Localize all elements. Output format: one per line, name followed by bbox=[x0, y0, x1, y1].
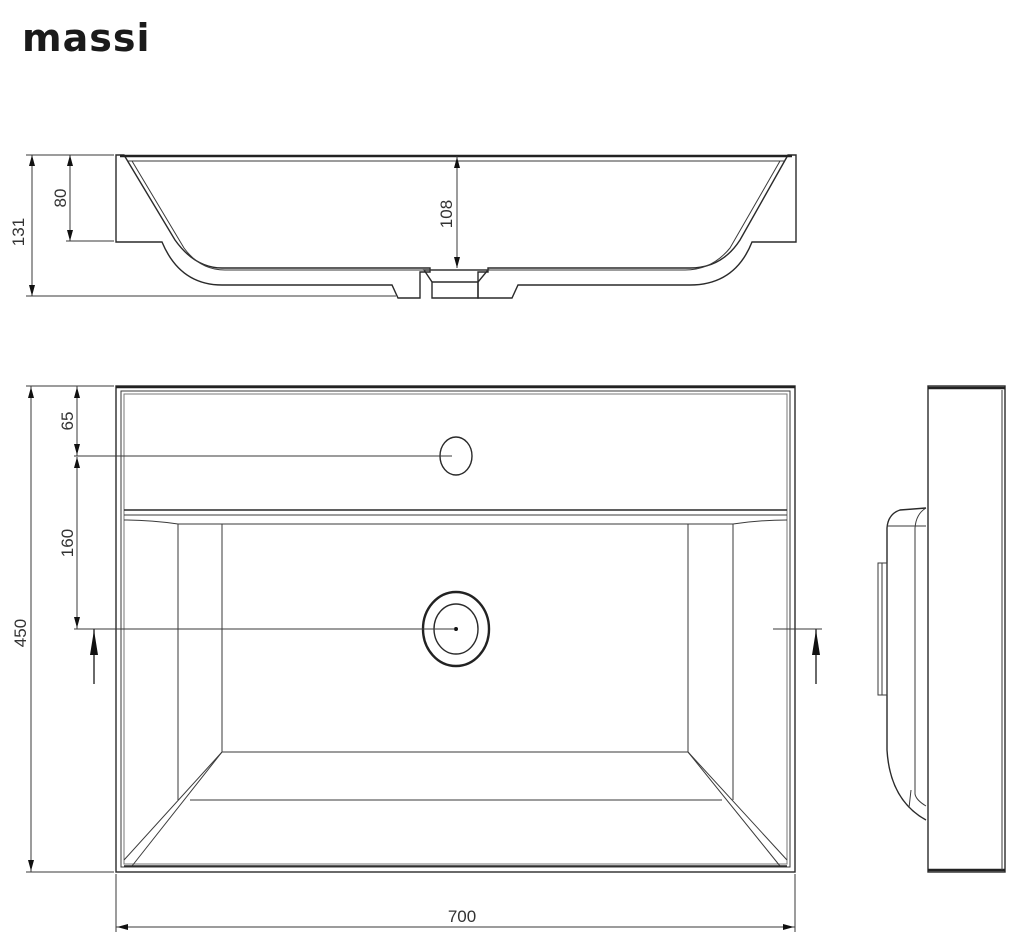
dim-bowl-depth: 108 bbox=[437, 200, 456, 228]
dim-depth: 450 bbox=[11, 619, 30, 647]
section-left-wall bbox=[115, 154, 431, 299]
side-view bbox=[877, 385, 1006, 873]
dim-rim-height: 80 bbox=[51, 189, 70, 208]
brand-logo: massi bbox=[22, 16, 151, 60]
dim-tap-to-drain: 160 bbox=[58, 529, 77, 557]
top-view: 450 65 160 700 bbox=[11, 385, 822, 932]
section-right-wall bbox=[477, 154, 797, 299]
dim-total-height: 131 bbox=[9, 218, 28, 246]
section-view: 131 80 108 bbox=[9, 154, 797, 299]
dim-tap-offset: 65 bbox=[58, 412, 77, 431]
dim-width: 700 bbox=[448, 907, 476, 926]
